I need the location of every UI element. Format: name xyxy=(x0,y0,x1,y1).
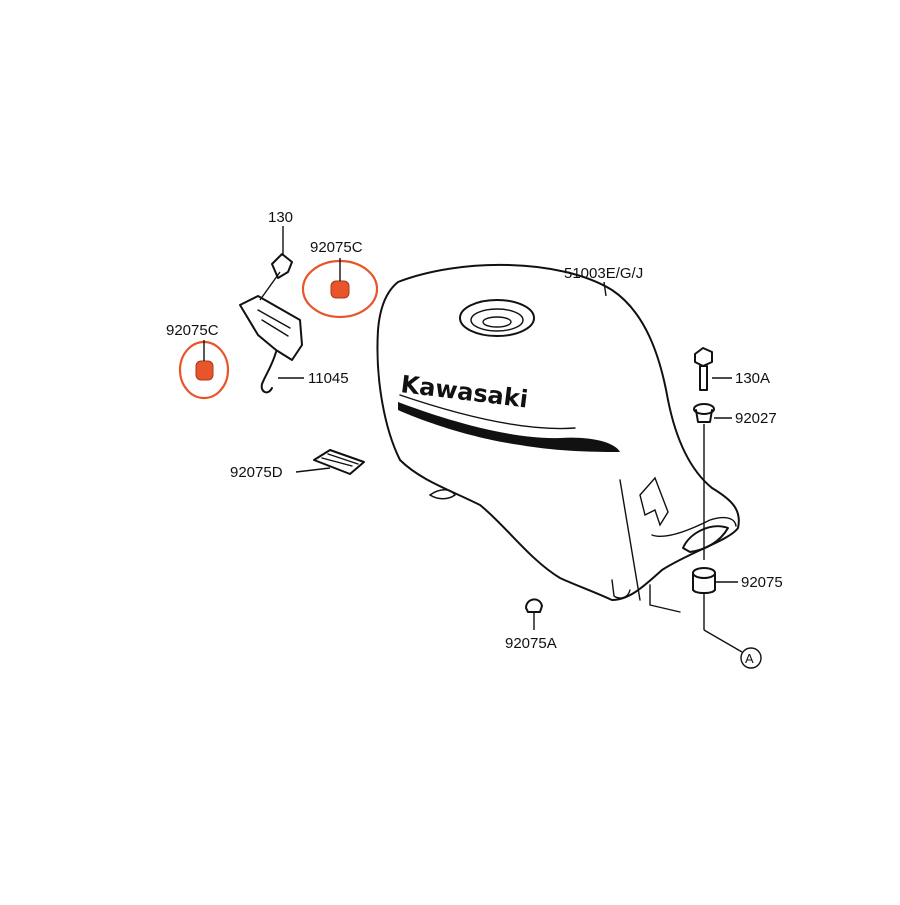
filler-cap xyxy=(459,299,535,337)
label-92075a: 92075A xyxy=(505,635,557,652)
tank-front-mount-tab xyxy=(428,489,456,500)
tank-stripe-upper xyxy=(399,394,576,430)
fuel-tank: Kawasaki xyxy=(376,263,740,613)
tank-side-contour xyxy=(619,479,641,601)
label-92075d: 92075D xyxy=(230,464,283,481)
bolt-130 xyxy=(259,226,293,301)
damper-92075 xyxy=(692,567,738,630)
rubber-92075c-top xyxy=(301,258,379,319)
collar-92027 xyxy=(693,403,732,423)
tank-rear-mount xyxy=(682,525,729,553)
tank-outline xyxy=(376,263,740,601)
label-ref-a: A xyxy=(745,651,754,666)
label-92075: 92075 xyxy=(741,574,783,591)
label-130: 130 xyxy=(268,209,293,226)
tank-stripe xyxy=(398,402,620,452)
label-92075c-left: 92075C xyxy=(166,322,219,339)
tank-bottom-line xyxy=(649,584,681,613)
label-92027: 92027 xyxy=(735,410,777,427)
label-11045: 11045 xyxy=(308,370,349,387)
bolt-130a xyxy=(694,347,732,391)
label-51003: 51003E/G/J xyxy=(564,265,643,282)
pad-92075d xyxy=(295,449,365,475)
label-130a: 130A xyxy=(735,370,770,387)
tank-bottom-tab xyxy=(611,579,631,599)
tank-logo: Kawasaki xyxy=(399,370,529,413)
bracket-11045 xyxy=(239,295,303,394)
cap-92075a xyxy=(525,598,543,630)
rubber-92075c-left xyxy=(178,340,230,400)
ref-marker-a: A xyxy=(703,629,762,669)
tank-lower-contour xyxy=(651,516,737,537)
label-92075c-top: 92075C xyxy=(310,239,363,256)
tank-emblem xyxy=(639,476,669,527)
